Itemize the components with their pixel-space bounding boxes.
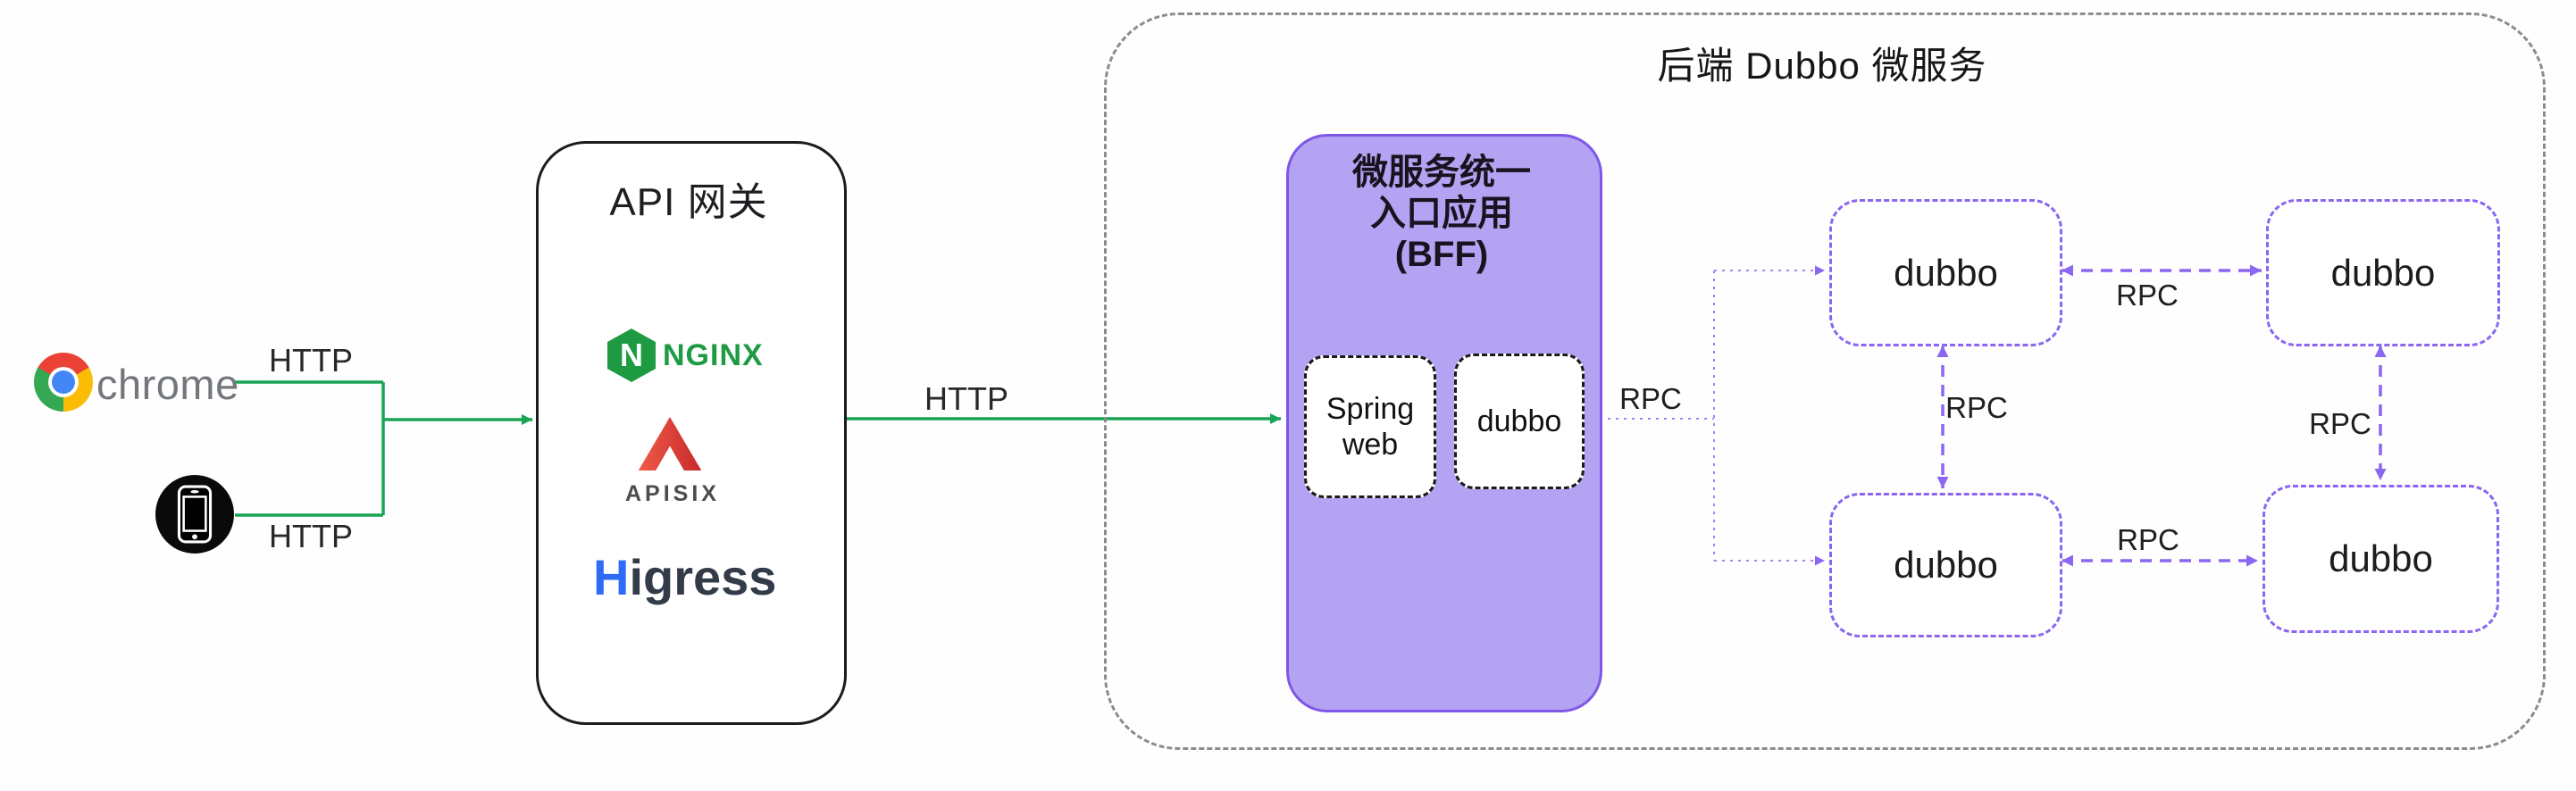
spring-web-box: Spring web: [1304, 355, 1436, 498]
rpc-label-top-link: RPC: [2116, 279, 2179, 312]
backend-dubbo-title: 后端 Dubbo 微服务: [1657, 45, 1987, 87]
bff-title-line2: 入口应用: [1370, 194, 1513, 233]
dubbo-service-top-left: dubbo: [1829, 199, 2062, 346]
http-label-browser: HTTP: [269, 342, 353, 379]
rpc-label-left-link: RPC: [1945, 391, 2008, 424]
api-gateway-box: [536, 141, 847, 725]
api-gateway-title: API 网关: [609, 180, 768, 224]
bff-dubbo-box: dubbo: [1454, 354, 1585, 489]
bff-title-line1: 微服务统一: [1352, 153, 1531, 192]
higress-h-mark: H: [593, 549, 630, 605]
nginx-logo: N NGINX: [607, 327, 770, 384]
nginx-wordmark: NGINX: [663, 337, 764, 372]
dubbo-service-top-right: dubbo: [2266, 199, 2500, 346]
bff-title-line3: (BFF): [1394, 235, 1489, 274]
nginx-letter: N: [620, 337, 643, 373]
http-label-gateway: HTTP: [924, 380, 1008, 417]
rpc-label-right-link: RPC: [2309, 407, 2371, 440]
dubbo-label: dubbo: [2330, 251, 2436, 294]
apisix-triangle-icon: [638, 417, 702, 470]
chrome-browser-icon: [34, 353, 93, 412]
bff-title: 微服务统一 入口应用 (BFF): [1286, 152, 1597, 275]
higress-logo: Higress: [593, 548, 790, 606]
chrome-browser-label: chrome: [96, 361, 239, 408]
apisix-wordmark: APISIX: [625, 481, 720, 506]
spring-web-label: Spring web: [1326, 392, 1415, 462]
dubbo-label: dubbo: [1894, 251, 1998, 294]
apisix-logo: APISIX: [625, 412, 720, 507]
smartphone-glyph: [177, 485, 213, 544]
backend-dubbo-container: [1104, 12, 2546, 750]
nginx-hexagon-icon: N: [607, 329, 656, 382]
higress-wordmark: igress: [629, 549, 777, 605]
rpc-label-bff: RPC: [1619, 382, 1682, 415]
http-label-mobile: HTTP: [269, 518, 353, 554]
smartphone-icon: [155, 475, 234, 554]
bff-dubbo-label: dubbo: [1476, 404, 1562, 438]
dubbo-label: dubbo: [1894, 544, 1998, 586]
rpc-label-bottom-link: RPC: [2117, 523, 2179, 556]
dubbo-service-bottom-left: dubbo: [1829, 493, 2062, 637]
dubbo-label: dubbo: [2329, 537, 2433, 579]
dubbo-service-bottom-right: dubbo: [2262, 485, 2499, 633]
